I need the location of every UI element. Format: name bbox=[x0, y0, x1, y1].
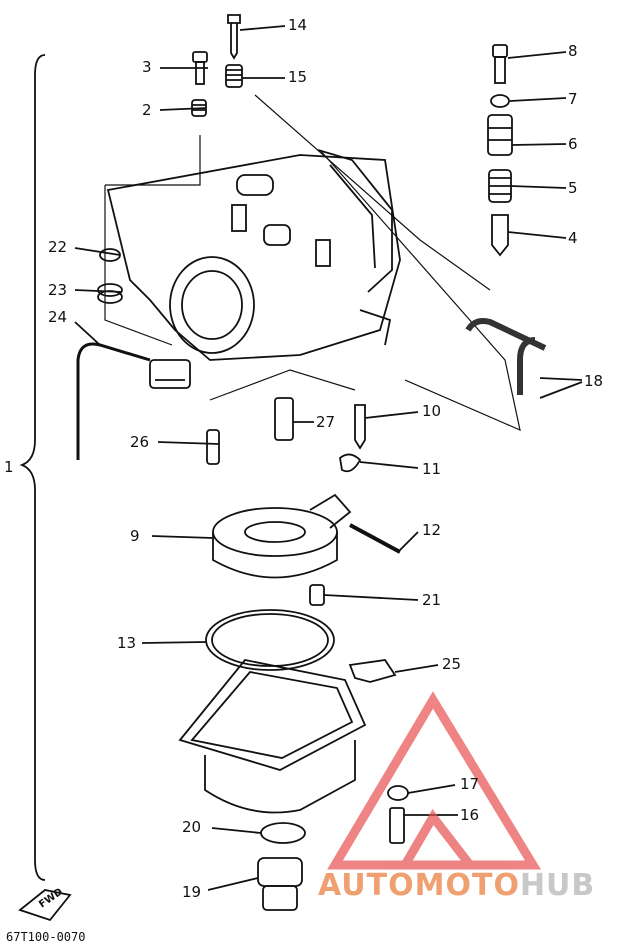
label-16: 16 bbox=[460, 806, 480, 824]
part-14-screw bbox=[227, 14, 241, 60]
label-17: 17 bbox=[460, 775, 480, 793]
watermark-text: AUTOMOTOHUB bbox=[318, 868, 595, 903]
carburetor-body bbox=[106, 149, 401, 361]
fwd-arrow bbox=[18, 889, 72, 922]
label-5: 5 bbox=[568, 179, 578, 197]
float-bowl bbox=[178, 659, 367, 814]
label-14: 14 bbox=[288, 16, 308, 34]
label-24: 24 bbox=[48, 308, 68, 326]
part-12-pin bbox=[349, 523, 401, 554]
label-25: 25 bbox=[442, 655, 462, 673]
part-8-screw bbox=[492, 44, 508, 84]
part-4-needle bbox=[491, 214, 509, 257]
part-19-drain-plug bbox=[257, 857, 303, 911]
watermark-part1: AUTOMOTO bbox=[318, 868, 520, 903]
label-8: 8 bbox=[568, 42, 578, 60]
part-15-spring bbox=[225, 64, 243, 88]
label-26: 26 bbox=[130, 433, 150, 451]
part-6-fitting bbox=[487, 114, 513, 156]
label-18: 18 bbox=[584, 372, 604, 390]
label-7: 7 bbox=[568, 90, 578, 108]
part-27-jet bbox=[274, 397, 294, 441]
part-21-screw bbox=[309, 584, 325, 606]
part-13-gasket bbox=[205, 609, 335, 671]
label-13: 13 bbox=[117, 634, 137, 652]
label-9: 9 bbox=[130, 527, 140, 545]
part-26-jet bbox=[206, 429, 220, 465]
label-10: 10 bbox=[422, 402, 442, 420]
label-6: 6 bbox=[568, 135, 578, 153]
label-12: 12 bbox=[422, 521, 442, 539]
part-16-screw bbox=[389, 807, 405, 844]
label-19: 19 bbox=[182, 883, 202, 901]
label-23: 23 bbox=[48, 281, 68, 299]
part-10-needle-valve bbox=[354, 404, 366, 450]
label-1: 1 bbox=[4, 458, 14, 476]
watermark-part2: HUB bbox=[519, 868, 596, 903]
part-9-float bbox=[212, 493, 352, 579]
assembly-brace bbox=[19, 54, 46, 881]
part-5-spring bbox=[488, 169, 512, 203]
part-17-washer bbox=[387, 785, 409, 801]
label-20: 20 bbox=[182, 818, 202, 836]
part-24-connector bbox=[149, 359, 191, 389]
label-2: 2 bbox=[142, 101, 152, 119]
label-21: 21 bbox=[422, 591, 442, 609]
part-7-washer bbox=[490, 94, 510, 108]
part-20-o-ring bbox=[260, 822, 306, 844]
label-3: 3 bbox=[142, 58, 152, 76]
watermark-triangle bbox=[327, 691, 541, 870]
part-11-clip bbox=[339, 453, 362, 473]
part-23-spring bbox=[97, 283, 123, 304]
label-4: 4 bbox=[568, 229, 578, 247]
label-27: 27 bbox=[316, 413, 336, 431]
diagram-code: 67T100-0070 bbox=[6, 930, 86, 944]
part-18-hose bbox=[465, 318, 547, 395]
label-11: 11 bbox=[422, 460, 442, 478]
part-3-screw bbox=[192, 51, 208, 85]
part-25-bracket bbox=[348, 659, 397, 683]
label-22: 22 bbox=[48, 238, 68, 256]
label-15: 15 bbox=[288, 68, 308, 86]
